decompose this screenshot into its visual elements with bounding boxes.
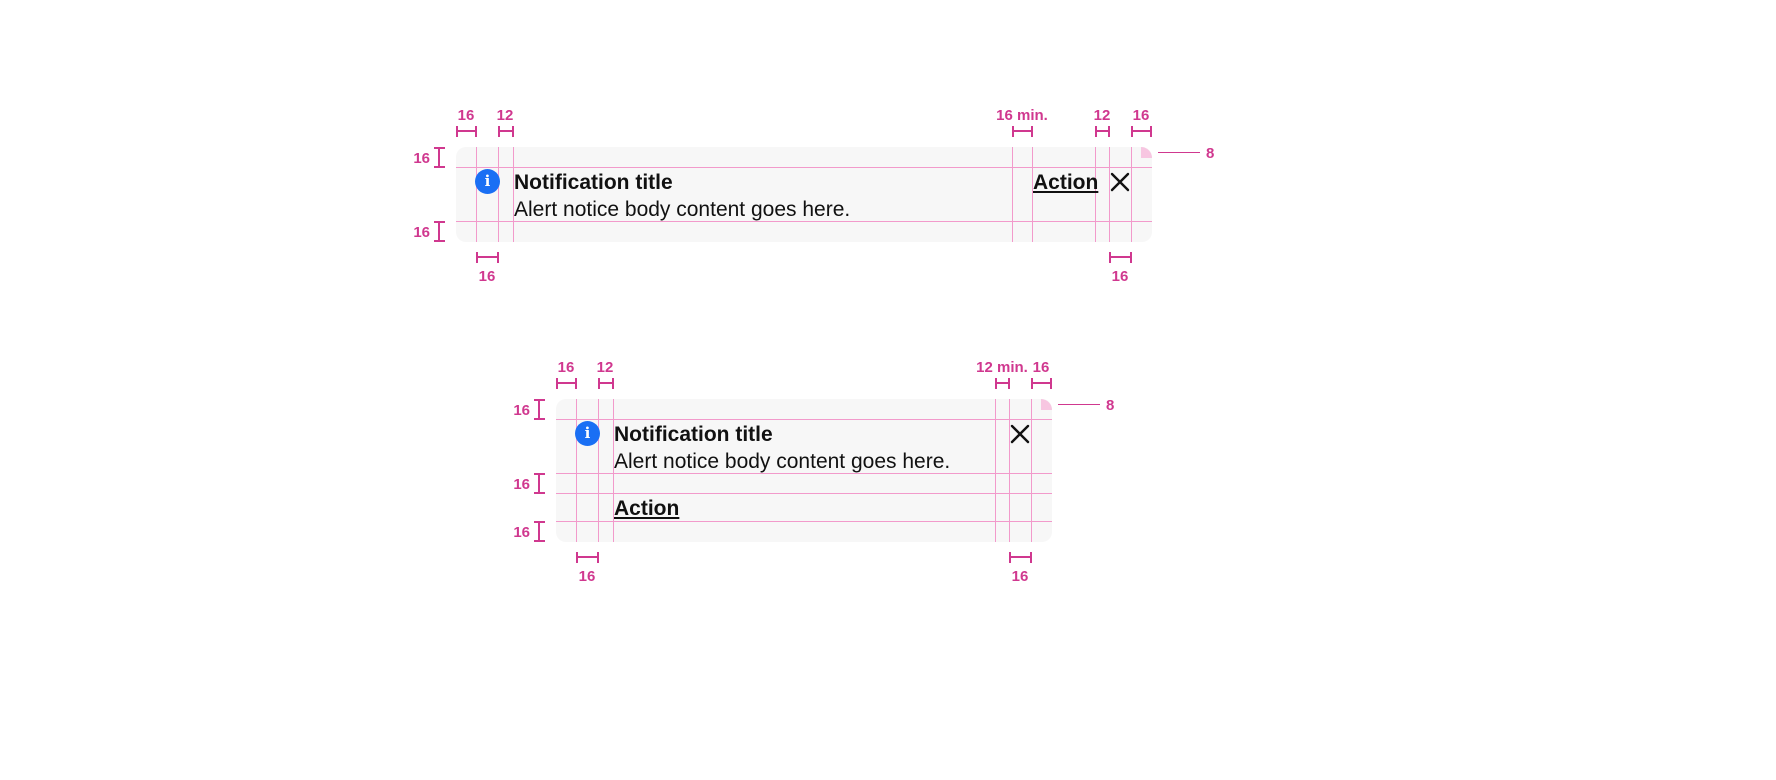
- guide-line: [556, 473, 1052, 474]
- top-padding-label: 16: [513, 402, 530, 419]
- guide-line: [456, 221, 1152, 222]
- icon-gap-label: 12: [496, 107, 514, 124]
- guide-line: [498, 147, 499, 242]
- guide-line: [598, 399, 599, 542]
- notification-card: [456, 147, 1152, 242]
- right-padding-dimension: [1031, 378, 1052, 389]
- top-padding-label: 16: [413, 150, 430, 167]
- guide-line: [1009, 399, 1010, 542]
- notification-title: Notification title: [614, 423, 773, 446]
- guide-line: [995, 399, 996, 542]
- close-gap-dimension: [995, 378, 1010, 389]
- close-width-dimension: [1009, 552, 1032, 563]
- guide-line: [556, 419, 1052, 420]
- bottom-padding-label: 16: [513, 524, 530, 541]
- info-icon: i: [475, 169, 500, 194]
- top-padding-dimension: [434, 147, 445, 168]
- radius-label: 8: [1206, 145, 1215, 162]
- bottom-padding-dimension: [434, 221, 445, 242]
- notification-card: [556, 399, 1052, 542]
- left-padding-label: 16: [457, 107, 475, 124]
- corner-radius-marker: [1041, 399, 1052, 410]
- close-icon[interactable]: [1008, 422, 1032, 446]
- close-gap-label: 12 min.: [976, 359, 1028, 376]
- guide-line: [1131, 147, 1132, 242]
- guide-line: [1031, 399, 1032, 542]
- guide-line: [1109, 147, 1110, 242]
- radius-leader-line: [1058, 404, 1100, 405]
- left-padding-label: 16: [557, 359, 575, 376]
- icon-gap-label: 12: [596, 359, 614, 376]
- right-padding-label: 16: [1132, 107, 1150, 124]
- left-padding-dimension: [556, 378, 577, 389]
- action-gap-dimension: [1012, 126, 1033, 137]
- radius-leader-line: [1158, 152, 1200, 153]
- action-link[interactable]: Action: [614, 497, 680, 520]
- bottom-padding-dimension: [534, 521, 545, 542]
- close-gap-label: 12: [1093, 107, 1111, 124]
- right-padding-label: 16: [1032, 359, 1050, 376]
- guide-line: [476, 147, 477, 242]
- guide-line: [613, 399, 614, 542]
- guide-line: [456, 167, 1152, 168]
- guide-line: [1032, 147, 1033, 242]
- guide-line: [556, 493, 1052, 494]
- icon-width-dimension: [576, 552, 599, 563]
- guide-line: [556, 521, 1052, 522]
- top-padding-dimension: [534, 399, 545, 420]
- right-padding-dimension: [1131, 126, 1152, 137]
- action-gap-label: 16: [513, 476, 530, 493]
- left-padding-dimension: [456, 126, 477, 137]
- icon-gap-dimension: [598, 378, 614, 389]
- close-width-label: 16: [1111, 268, 1129, 285]
- notification-body: Alert notice body content goes here.: [614, 450, 951, 473]
- guide-line: [1095, 147, 1096, 242]
- action-gap-dimension: [534, 473, 545, 494]
- icon-width-dimension: [476, 252, 499, 263]
- info-icon: i: [575, 421, 600, 446]
- guide-line: [576, 399, 577, 542]
- notification-body: Alert notice body content goes here.: [514, 198, 851, 221]
- icon-width-label: 16: [478, 268, 496, 285]
- radius-label: 8: [1106, 397, 1115, 414]
- close-width-label: 16: [1011, 568, 1029, 585]
- close-width-dimension: [1109, 252, 1132, 263]
- action-link[interactable]: Action: [1033, 171, 1099, 194]
- guide-line: [1012, 147, 1013, 242]
- action-gap-label: 16 min.: [996, 107, 1048, 124]
- notification-title: Notification title: [514, 171, 673, 194]
- guide-line: [513, 147, 514, 242]
- icon-width-label: 16: [578, 568, 596, 585]
- close-icon[interactable]: [1108, 170, 1132, 194]
- corner-radius-marker: [1141, 147, 1152, 158]
- icon-gap-dimension: [498, 126, 514, 137]
- bottom-padding-label: 16: [413, 224, 430, 241]
- close-gap-dimension: [1095, 126, 1110, 137]
